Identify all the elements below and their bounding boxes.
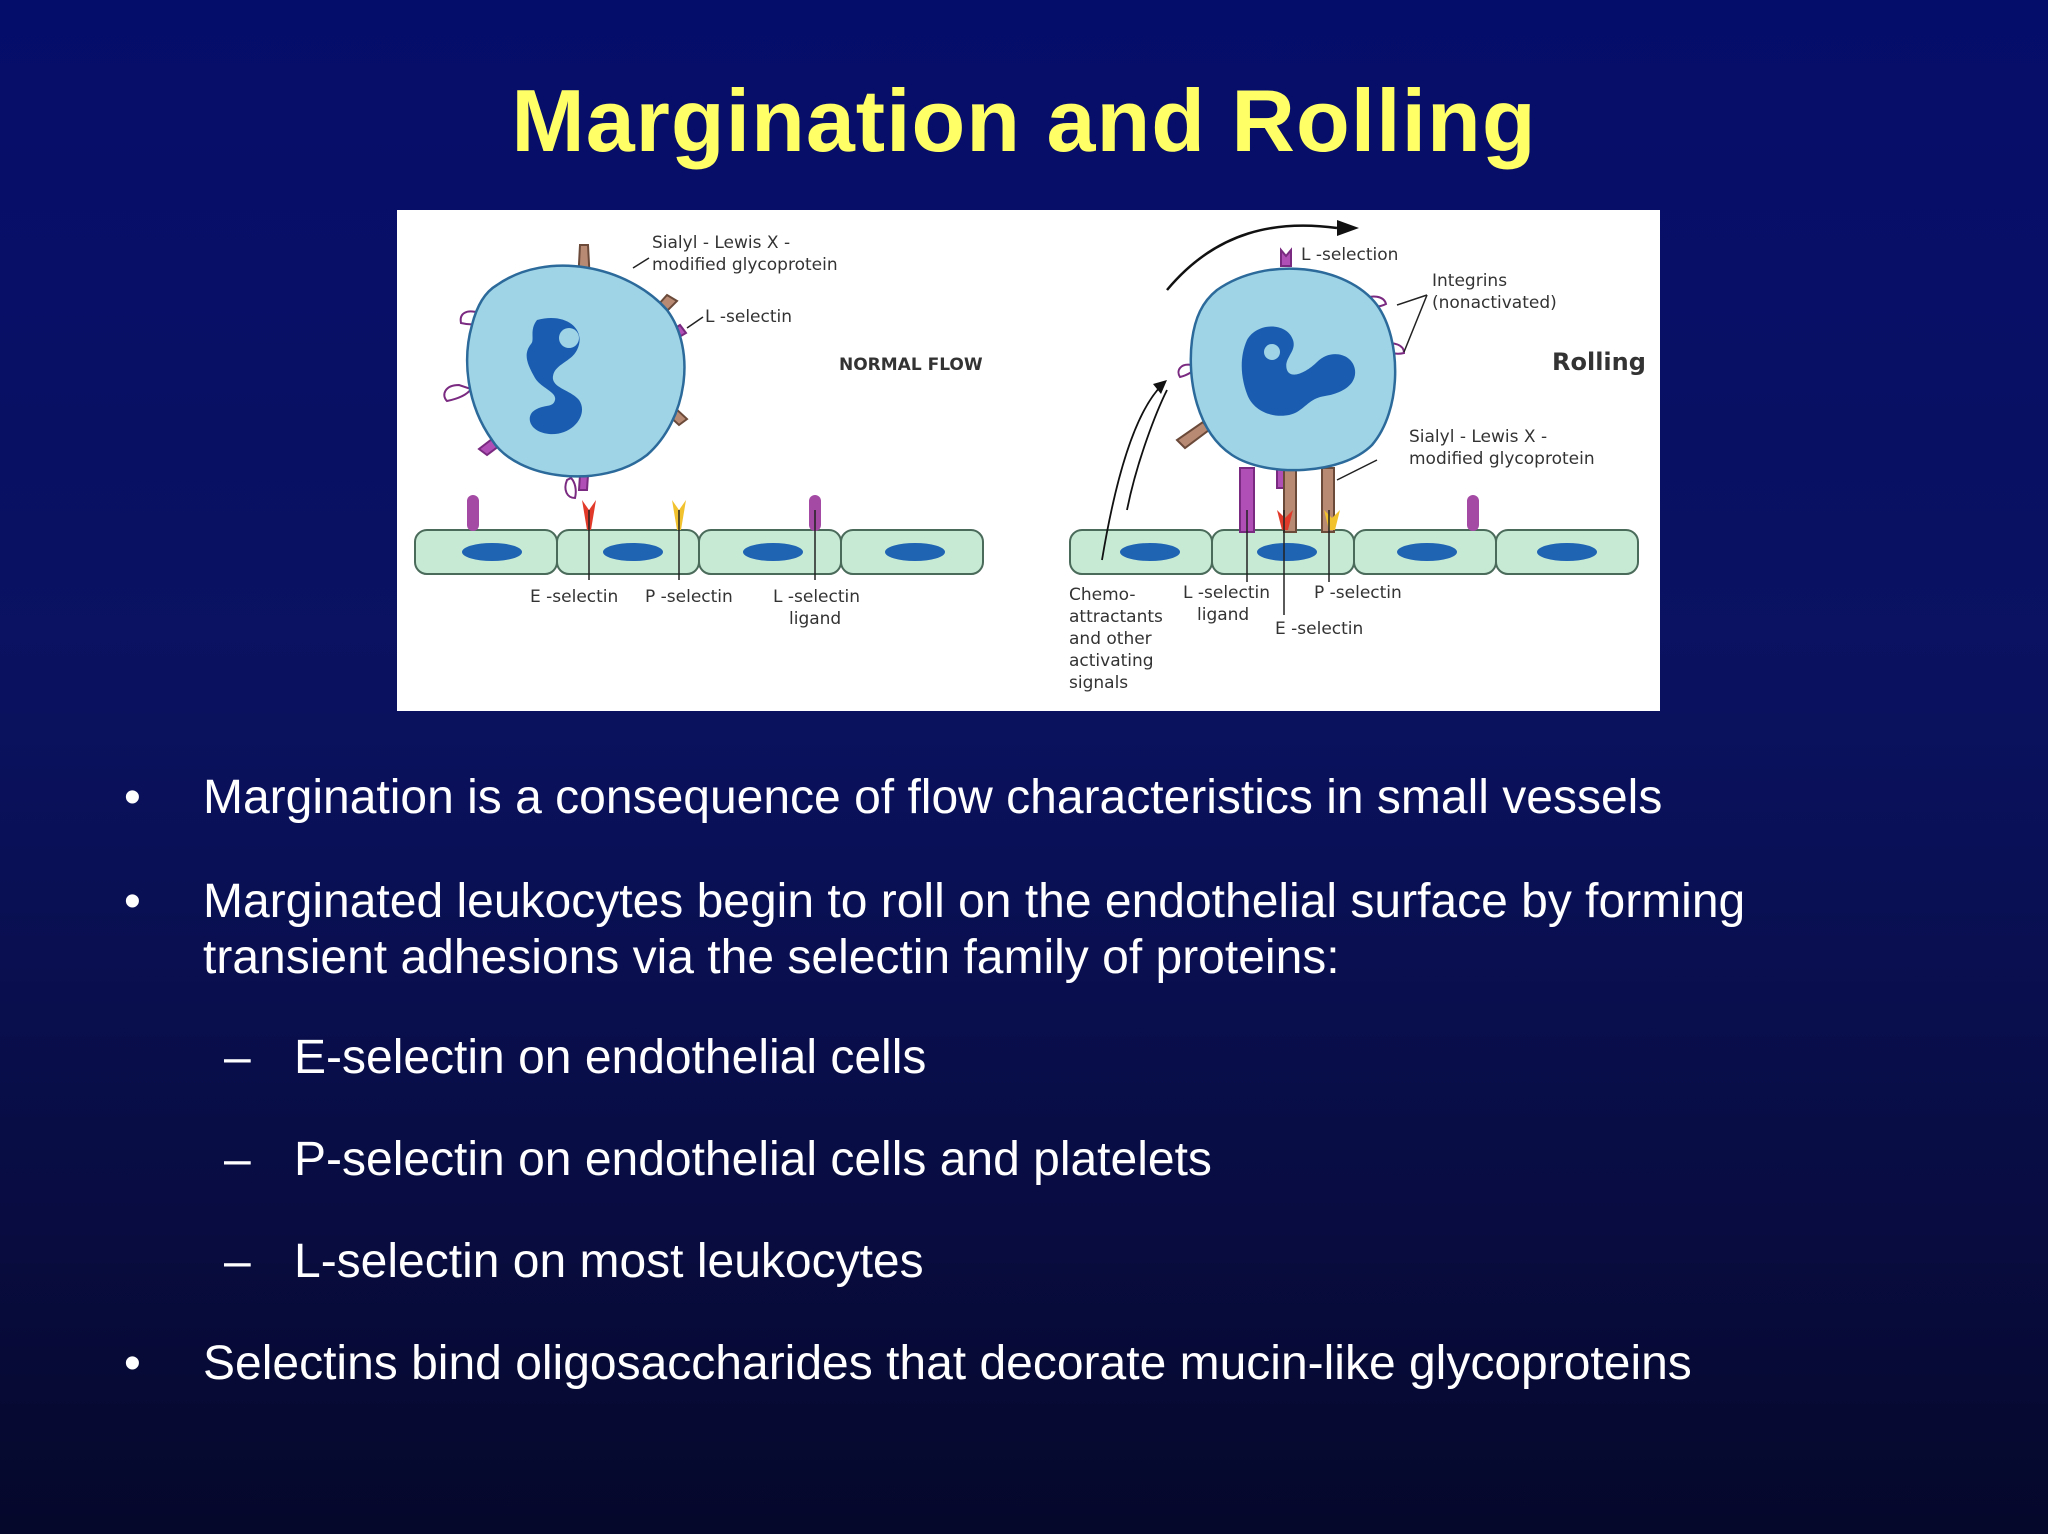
label-normal-flow: NORMAL FLOW [839, 355, 983, 375]
label-e-selectin-left: E -selectin [530, 587, 618, 607]
label-rolling: Rolling [1552, 348, 1646, 376]
label-sialyl-right-l1: Sialyl - Lewis X - [1409, 427, 1547, 447]
endothelial-nuclei-left [462, 543, 945, 561]
p-selectin-mark-right [1324, 510, 1340, 530]
label-sialyl-l2: modified glycoprotein [652, 255, 838, 275]
sub-bullet-marker: – [224, 1133, 251, 1186]
label-sialyl-l1: Sialyl - Lewis X - [652, 233, 790, 253]
ligand-stalk-1 [467, 495, 479, 531]
bullet-marker: • [124, 771, 141, 824]
bullet-marker: • [124, 1337, 141, 1390]
bullet-text-line: Marginated leukocytes begin to roll on t… [203, 875, 1746, 928]
rolling-diagram: Sialyl - Lewis X - modified glycoprotein… [397, 210, 1660, 711]
leukocyte-left [443, 244, 689, 500]
flow-arrow [1166, 224, 1338, 291]
label-ligand-left-l2: ligand [789, 609, 841, 629]
sub-bullet-marker: – [224, 1235, 251, 1288]
slide-title: Margination and Rolling [511, 71, 1537, 170]
left-panel: Sialyl - Lewis X - modified glycoprotein… [414, 233, 984, 629]
leukocyte-right [1175, 247, 1406, 533]
label-chemo-l5: signals [1069, 673, 1128, 693]
bullet-marker: • [124, 875, 141, 928]
label-ligand-right-l1: L -selectin [1183, 583, 1270, 603]
label-integrins-l2: (nonactivated) [1432, 293, 1557, 313]
bullet-text: Margination is a consequence of flow cha… [203, 771, 1663, 824]
label-chemo-l4: activating [1069, 651, 1154, 671]
ligand-stalk-3 [1467, 495, 1479, 531]
label-integrins-l1: Integrins [1432, 271, 1507, 291]
label-sialyl-right-l2: modified glycoprotein [1409, 449, 1595, 469]
sub-bullet-text: E-selectin on endothelial cells [294, 1031, 927, 1084]
label-p-selectin-left: P -selectin [645, 587, 733, 607]
bullet-text: Marginated leukocytes begin to roll on t… [203, 874, 2003, 986]
label-ligand-right-l2: ligand [1197, 605, 1249, 625]
sub-bullet-text: L-selectin on most leukocytes [294, 1235, 924, 1288]
right-panel: L -selection Integrins (nonactivated) Ro… [1069, 220, 1646, 693]
sub-bullet-text: P-selectin on endothelial cells and plat… [294, 1133, 1212, 1186]
label-p-selectin-right: P -selectin [1314, 583, 1402, 603]
label-chemo-l3: and other [1069, 629, 1152, 649]
label-l-selectin-left: L -selectin [705, 307, 792, 327]
sub-bullet-marker: – [224, 1031, 251, 1084]
bullet-text: Selectins bind oligosaccharides that dec… [203, 1337, 1692, 1390]
diagram-svg: Sialyl - Lewis X - modified glycoprotein… [414, 220, 1646, 693]
bullet-text-line: transient adhesions via the selectin fam… [203, 931, 1340, 984]
label-e-selectin-right: E -selectin [1275, 619, 1363, 639]
e-selectin-mark-right [1277, 510, 1293, 530]
endothelial-nuclei-right [1120, 543, 1597, 561]
label-chemo-l1: Chemo- [1069, 585, 1136, 605]
label-ligand-left-l1: L -selectin [773, 587, 860, 607]
label-l-selection: L -selection [1301, 245, 1398, 265]
label-chemo-l2: attractants [1069, 607, 1163, 627]
flow-arrowhead [1337, 220, 1359, 236]
